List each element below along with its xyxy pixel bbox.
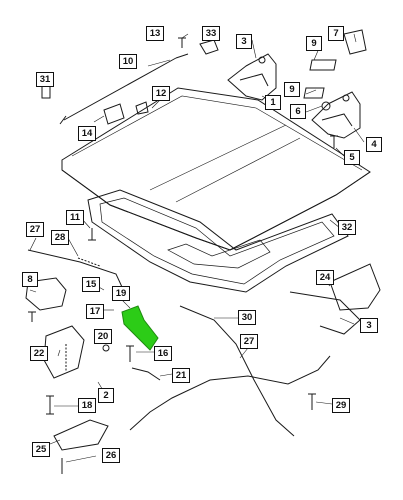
bolt-left xyxy=(28,311,36,322)
callout-17[interactable]: 17 xyxy=(86,304,104,319)
clip-12 xyxy=(135,101,149,115)
callout-5[interactable]: 5 xyxy=(344,150,360,165)
callout-28[interactable]: 28 xyxy=(51,230,69,245)
callout-11[interactable]: 11 xyxy=(66,210,84,225)
callout-32[interactable]: 32 xyxy=(338,220,356,235)
callout-13[interactable]: 13 xyxy=(146,26,164,41)
callout-22[interactable]: 22 xyxy=(30,346,48,361)
bolt-13 xyxy=(178,37,186,48)
callout-25[interactable]: 25 xyxy=(32,442,50,457)
release-cable-27b xyxy=(129,355,331,431)
clip-33 xyxy=(199,39,219,55)
hood-hinge-upper xyxy=(227,53,277,101)
bracket-24 xyxy=(329,263,381,311)
bolt-16 xyxy=(126,345,134,362)
bolt-5 xyxy=(330,135,338,148)
callout-20[interactable]: 20 xyxy=(94,329,112,344)
callout-33[interactable]: 33 xyxy=(202,26,220,41)
callout-29[interactable]: 29 xyxy=(332,398,350,413)
callout-21[interactable]: 21 xyxy=(172,368,190,383)
latch-8 xyxy=(25,277,67,311)
callout-9b[interactable]: 9 xyxy=(284,82,300,97)
latch-base-25 xyxy=(53,419,109,451)
callout-10[interactable]: 10 xyxy=(119,54,137,69)
callout-7[interactable]: 7 xyxy=(328,26,344,41)
callout-24[interactable]: 24 xyxy=(316,270,334,285)
callout-19[interactable]: 19 xyxy=(112,286,130,301)
callout-27a[interactable]: 27 xyxy=(26,222,44,237)
striker-19-highlight xyxy=(121,305,159,351)
hood-inner-frame xyxy=(87,189,349,293)
shim-9a xyxy=(309,59,337,71)
callout-30[interactable]: 30 xyxy=(238,310,256,325)
callout-31[interactable]: 31 xyxy=(36,72,54,87)
callout-16[interactable]: 16 xyxy=(154,346,172,361)
callout-18[interactable]: 18 xyxy=(78,398,96,413)
callout-14[interactable]: 14 xyxy=(78,126,96,141)
callout-15[interactable]: 15 xyxy=(82,277,100,292)
callout-27b[interactable]: 27 xyxy=(240,334,258,349)
callout-4[interactable]: 4 xyxy=(366,137,382,152)
bumper-18 xyxy=(46,395,54,415)
striker-bracket-22 xyxy=(43,325,85,379)
release-cable-30 xyxy=(179,305,295,437)
callout-9a[interactable]: 9 xyxy=(306,36,322,51)
callout-8[interactable]: 8 xyxy=(22,272,38,287)
link-21 xyxy=(131,367,161,381)
handle-23 xyxy=(289,291,361,335)
stud-11 xyxy=(88,228,96,241)
nut-20 xyxy=(102,344,110,352)
callout-1[interactable]: 1 xyxy=(265,95,281,110)
callout-3[interactable]: 3 xyxy=(360,318,378,333)
callout-2[interactable]: 2 xyxy=(98,388,114,403)
callout-3b[interactable]: 3 xyxy=(236,34,252,49)
prop-clip-14 xyxy=(103,103,125,125)
prop-rod xyxy=(59,53,189,125)
shim-9b xyxy=(303,87,325,99)
callout-6[interactable]: 6 xyxy=(290,104,306,119)
hood-panel xyxy=(61,87,371,251)
hood-hinge-lower xyxy=(311,91,361,139)
hinge-bracket-7 xyxy=(343,29,367,55)
callout-26[interactable]: 26 xyxy=(102,448,120,463)
bolt-29 xyxy=(308,393,316,410)
spring-28 xyxy=(77,257,101,267)
callout-12[interactable]: 12 xyxy=(152,86,170,101)
